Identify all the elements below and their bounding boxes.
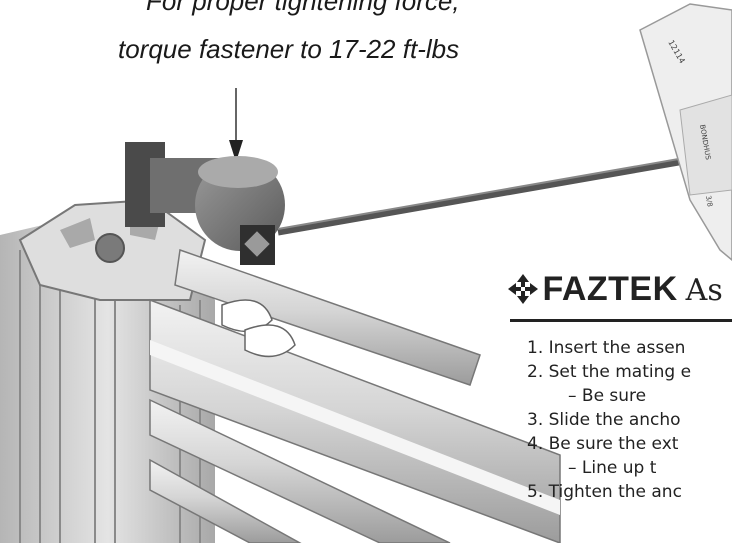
down-arrow-icon (229, 88, 243, 162)
step-4-note: – Line up t (568, 458, 657, 478)
anchor-fastener (125, 142, 285, 265)
caption-line-2: torque fastener to 17-22 ft-lbs (118, 34, 460, 64)
horizontal-extrusion (149, 248, 561, 543)
step-3: 3. Slide the ancho (527, 410, 681, 430)
assembly-steps: 1. Insert the assen 2. Set the mating e … (527, 336, 732, 504)
title-underline (510, 319, 732, 322)
t-handle-wrench: 12114 BONDHUS 3/8 (277, 3, 732, 261)
step-2: 2. Set the mating e (527, 362, 692, 382)
step-2-note: – Be sure (568, 386, 647, 406)
four-way-arrow-icon (508, 274, 538, 304)
step-4: 4. Be sure the ext (527, 434, 679, 454)
brand-title-rest: As (685, 273, 723, 308)
brand-name: FAZTEK (542, 270, 678, 308)
step-1: 1. Insert the assen (527, 338, 686, 358)
caption-line-1: For proper tightening force, (146, 0, 460, 16)
step-5: 5. Tighten the anc (527, 482, 682, 502)
wrench-label-3: 3/8 (704, 195, 714, 207)
